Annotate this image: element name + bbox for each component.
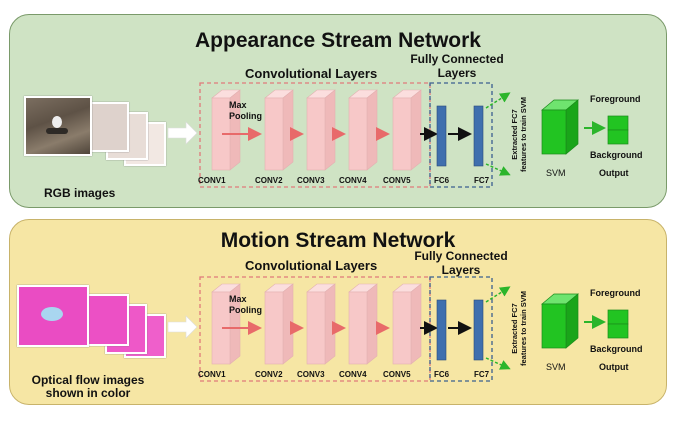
appearance-conv2-label: CONV2 (255, 176, 283, 185)
motion-conv1-label: CONV1 (198, 370, 226, 379)
motion-fc7-label: FC7 (474, 370, 490, 379)
motion-fc7-bar (473, 299, 484, 361)
motion-svm-side (565, 293, 579, 349)
motion-svm-label: SVM (546, 362, 566, 372)
appearance-output-label: Output (599, 168, 629, 178)
optical-flow-label: Optical flow images shown in color (31, 373, 145, 400)
appearance-fc6-bar (436, 105, 447, 167)
motion-conv2-side (282, 283, 294, 365)
appearance-fc-title: Fully Connected Layers (410, 52, 504, 80)
motion-conv3-label: CONV3 (297, 370, 325, 379)
motion-conv3-block (306, 291, 326, 365)
appearance-fc7-features-label: Extracted FC7 features to train SVM (510, 96, 528, 172)
motion-fc7-up-arrow (485, 286, 511, 303)
motion-output-background-cell (607, 323, 629, 339)
motion-conv-title: Convolutional Layers (245, 258, 378, 273)
motion-output-label: Output (599, 362, 629, 372)
motion-conv5-side (410, 283, 422, 365)
appearance-fc7-label: FC7 (474, 176, 490, 185)
appearance-fc7-bar (473, 105, 484, 167)
appearance-fc7-up-arrow (485, 92, 511, 109)
motion-conv4-block (348, 291, 368, 365)
appearance-foreground-label: Foreground (590, 94, 641, 104)
motion-fc6-bar (436, 299, 447, 361)
appearance-conv3-block (306, 97, 326, 171)
motion-svm-front (541, 303, 567, 349)
motion-conv4-side (366, 283, 378, 365)
appearance-conv-title: Convolutional Layers (245, 66, 378, 81)
appearance-conv3-label: CONV3 (297, 176, 325, 185)
appearance-network (167, 82, 629, 188)
appearance-max-pooling-label: Max Pooling (229, 100, 262, 121)
motion-fc7-features-label: Extracted FC7 features to train SVM (510, 290, 528, 366)
motion-fc7-down-arrow (485, 357, 511, 370)
motion-network (167, 276, 629, 382)
appearance-svm-front (541, 109, 567, 155)
motion-conv5-label: CONV5 (383, 370, 411, 379)
motion-conv3-side (324, 283, 336, 365)
appearance-output-background-cell (607, 129, 629, 145)
motion-conv5-block (392, 291, 412, 365)
motion-foreground-label: Foreground (590, 288, 641, 298)
appearance-conv4-side (366, 89, 378, 171)
rgb-image (24, 96, 92, 156)
motion-conv2-block (264, 291, 284, 365)
motion-conv2-label: CONV2 (255, 370, 283, 379)
motion-input-arrow (167, 315, 198, 339)
appearance-output-foreground-cell (607, 115, 629, 131)
rgb-images-label: RGB images (44, 186, 116, 200)
motion-fc-title: Fully Connected Layers (414, 249, 508, 277)
motion-stream-title: Motion Stream Network (220, 229, 456, 252)
motion-background-label: Background (590, 344, 643, 354)
appearance-input-arrow (167, 121, 198, 145)
optical-flow-image (17, 285, 89, 347)
motion-output-foreground-cell (607, 309, 629, 325)
appearance-conv2-block (264, 97, 284, 171)
appearance-conv2-side (282, 89, 294, 171)
appearance-conv5-side (410, 89, 422, 171)
appearance-stream-title: Appearance Stream Network (195, 29, 481, 52)
motion-fc6-label: FC6 (434, 370, 450, 379)
appearance-conv4-label: CONV4 (339, 176, 367, 185)
appearance-fc6-label: FC6 (434, 176, 450, 185)
appearance-conv3-side (324, 89, 336, 171)
motion-conv4-label: CONV4 (339, 370, 367, 379)
appearance-svm-side (565, 99, 579, 155)
motion-max-pooling-label: Max Pooling (229, 294, 262, 315)
appearance-conv1-label: CONV1 (198, 176, 226, 185)
appearance-conv5-block (392, 97, 412, 171)
appearance-background-label: Background (590, 150, 643, 160)
appearance-conv5-label: CONV5 (383, 176, 411, 185)
appearance-conv4-block (348, 97, 368, 171)
appearance-fc7-down-arrow (485, 163, 511, 176)
appearance-svm-label: SVM (546, 168, 566, 178)
